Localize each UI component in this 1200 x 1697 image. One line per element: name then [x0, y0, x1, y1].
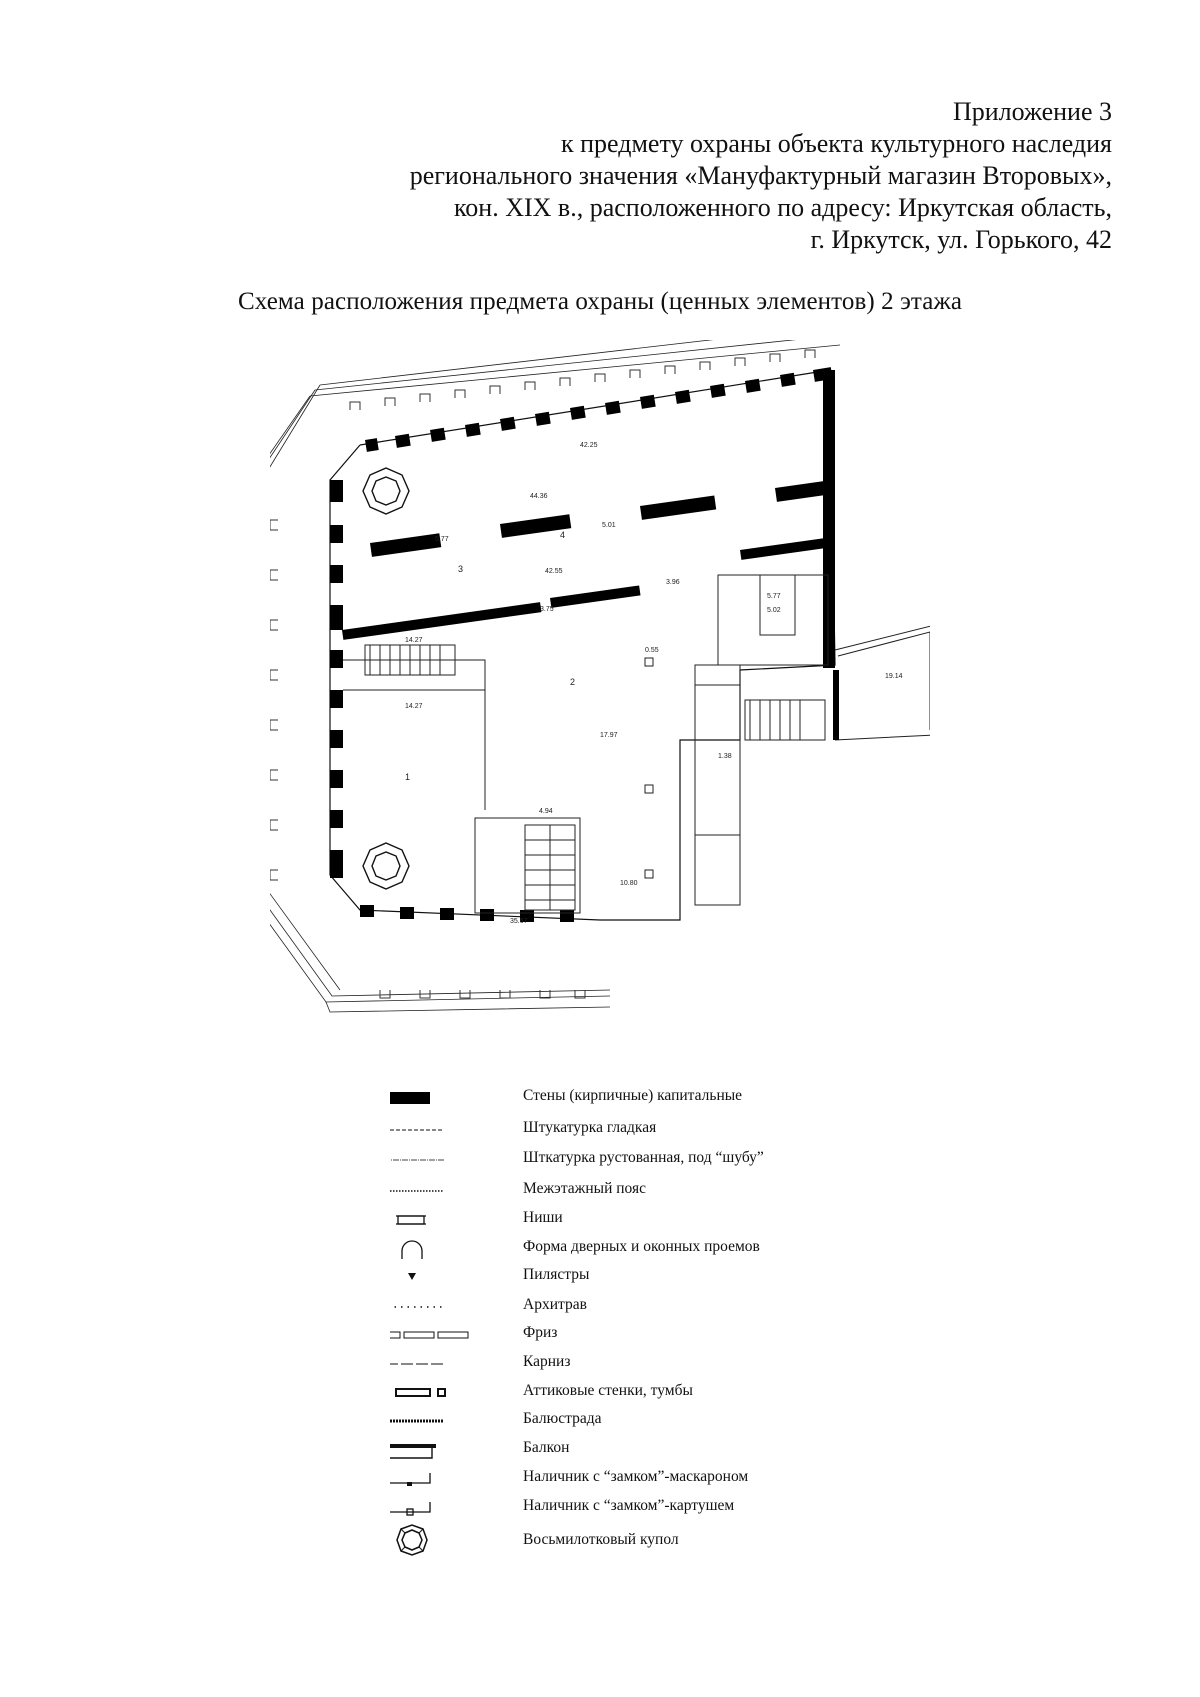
dim-label: 1.38 [718, 753, 732, 760]
legend-label: Межэтажный пояс [523, 1180, 647, 1197]
scheme-title: Схема расположения предмета охраны (ценн… [237, 288, 963, 315]
dim-label: 3.96 [666, 579, 680, 586]
legend-item-balustrade: Балюстрада [390, 1407, 950, 1435]
legend-label: Наличник с “замком”-картушем [523, 1497, 735, 1514]
legend-label: Восьмилотковый купол [523, 1531, 679, 1548]
pilaster-triangle-icon [408, 1273, 416, 1280]
header-line-1: Приложение 3 [952, 97, 1112, 126]
legend-item-mascaron-frame: Наличник с “замком”-маскароном [390, 1465, 950, 1493]
dim-label: 4.94 [539, 808, 553, 815]
dim-label: 10.80 [620, 880, 638, 887]
dim-label: 5.01 [602, 522, 616, 529]
dim-label: 14.27 [405, 703, 423, 710]
header-line-2: к предмету охраны объекта культурного на… [560, 129, 1112, 158]
legend-item-octagonal-dome: Восьмилотковый купол [390, 1522, 950, 1572]
dashed-line-icon [390, 1129, 444, 1131]
legend-label: Форма дверных и оконных проемов [523, 1238, 760, 1255]
legend-label: Стены (кирпичные) капитальные [523, 1087, 743, 1104]
balcony-icon [390, 1444, 436, 1459]
room-number-label: 4 [560, 530, 565, 540]
solid-wall-icon [390, 1092, 430, 1104]
attic-wall-icon [395, 1388, 446, 1397]
legend-item-cartouche-frame: Наличник с “замком”-картушем [390, 1494, 950, 1522]
legend-item-capital-walls: Стены (кирпичные) капитальные [390, 1084, 950, 1112]
legend-item-cornice: Карниз [390, 1350, 950, 1378]
legend-item-niches: Ниши [390, 1206, 950, 1234]
legend-item-attic-walls: Аттиковые стенки, тумбы [390, 1379, 950, 1407]
dim-label: 19.14 [885, 673, 903, 680]
dim-label: 17.97 [600, 732, 618, 739]
appendix-header: Приложение 3 к предмету охраны объекта к… [212, 96, 1112, 256]
legend-item-pilasters: Пилястры [390, 1263, 950, 1291]
header-line-5: г. Иркутск, ул. Горького, 42 [810, 225, 1112, 254]
room-number-label: 3 [458, 564, 463, 574]
niche-icon [396, 1215, 426, 1225]
dash-dot-line-icon [390, 1159, 444, 1161]
dim-label: 35.67 [510, 918, 528, 925]
architrave-line-icon [390, 1306, 442, 1308]
legend-item-balcony: Балкон [390, 1436, 950, 1464]
octagonal-dome-icon [396, 1524, 428, 1556]
legend-label: Балюстрада [523, 1410, 602, 1427]
legend-label: Аттиковые стенки, тумбы [523, 1382, 693, 1399]
legend-label: Архитрав [523, 1296, 587, 1313]
legend-label: Наличник с “замком”-маскароном [523, 1468, 749, 1485]
legend-label: Балкон [523, 1439, 570, 1456]
dim-label: 5.77 [435, 536, 449, 543]
dim-label: 14.27 [405, 637, 423, 644]
cornice-line-icon [390, 1363, 444, 1365]
legend-label: Штукатурка гладкая [523, 1119, 657, 1136]
floor-plan: 42.25 44.36 5.01 5.77 42.55 3.96 3.75 14… [270, 340, 930, 1013]
legend-item-interfloor-belt: Межэтажный пояс [390, 1177, 950, 1205]
dotted-line-icon [390, 1190, 444, 1192]
room-number-label: 2 [570, 677, 575, 687]
legend-label: Фриз [523, 1324, 558, 1341]
legend-item-architrave: Архитрав [390, 1293, 950, 1321]
dim-label: 3.75 [540, 606, 554, 613]
dim-label: 42.55 [545, 568, 563, 575]
dim-label: 44.36 [530, 493, 548, 500]
legend-label: Шткатурка рустованная, под “шубу” [523, 1149, 764, 1166]
legend-label: Ниши [523, 1209, 563, 1226]
header-line-3: регионального значения «Мануфактурный ма… [409, 161, 1112, 190]
frieze-icon [390, 1331, 469, 1339]
legend-item-rusticated-plaster: Шткатурка рустованная, под “шубу” [390, 1146, 950, 1174]
mascaron-frame-icon [390, 1473, 431, 1486]
legend-item-frieze: Фриз [390, 1321, 950, 1349]
room-number-label: 1 [405, 772, 410, 782]
balustrade-icon [390, 1419, 444, 1423]
legend-label: Пилястры [523, 1266, 590, 1283]
arch-icon [401, 1240, 423, 1259]
dim-label: 0.55 [645, 647, 659, 654]
dim-label: 5.77 [767, 593, 781, 600]
dim-label: 5.02 [767, 607, 781, 614]
legend-item-smooth-plaster: Штукатурка гладкая [390, 1116, 950, 1144]
header-line-4: кон. XIX в., расположенного по адресу: И… [454, 193, 1112, 222]
legend-item-openings-shape: Форма дверных и оконных проемов [390, 1235, 950, 1263]
dim-label: 42.25 [580, 442, 598, 449]
cartouche-frame-icon [390, 1502, 431, 1516]
legend-label: Карниз [523, 1353, 571, 1370]
